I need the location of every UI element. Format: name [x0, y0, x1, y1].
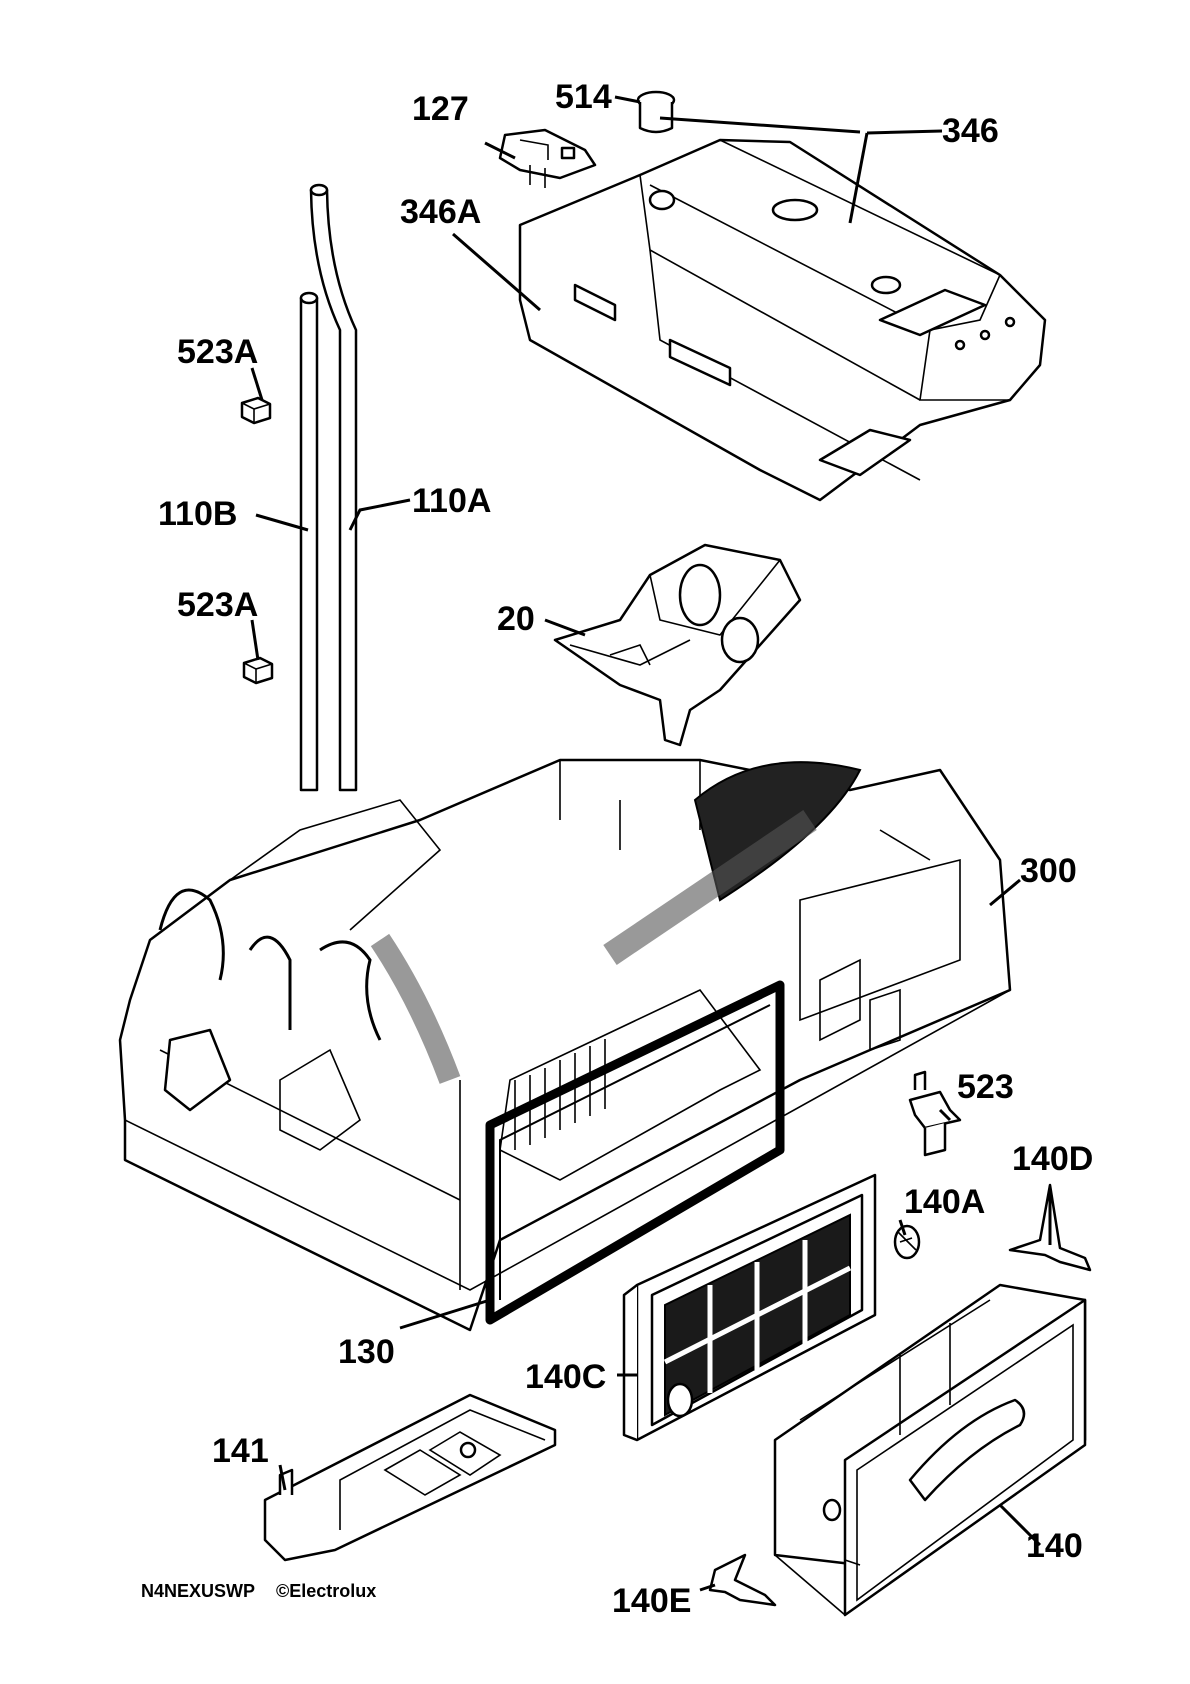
part-127-switch	[498, 128, 597, 188]
part-514-cap	[636, 90, 676, 134]
label-140c: 140C	[525, 1358, 606, 1396]
part-141-tray	[263, 1393, 557, 1562]
label-346a: 346A	[400, 193, 481, 231]
label-140d: 140D	[1012, 1140, 1093, 1178]
label-110b: 110B	[158, 495, 237, 533]
label-130: 130	[338, 1333, 395, 1371]
part-523a-clip-top	[240, 396, 272, 425]
label-127: 127	[412, 90, 469, 128]
label-523a-bottom: 523A	[177, 586, 258, 624]
part-346-control-housing	[518, 138, 1047, 502]
label-140a: 140A	[904, 1183, 985, 1221]
part-20-bracket	[553, 543, 802, 747]
label-346: 346	[942, 112, 999, 150]
label-141: 141	[212, 1432, 269, 1470]
part-140a-knob	[893, 1224, 921, 1260]
footer-brand: ©Electrolux	[276, 1581, 376, 1601]
label-140e: 140E	[612, 1582, 691, 1620]
part-523-clip	[908, 1070, 962, 1157]
label-300: 300	[1020, 852, 1077, 890]
part-140-front-panel	[773, 1283, 1087, 1617]
part-110a-tube	[309, 183, 358, 792]
label-110a: 110A	[412, 482, 491, 520]
part-130-gasket	[485, 980, 785, 1325]
label-523a-top: 523A	[177, 333, 258, 371]
footer-model: N4NEXUSWP	[141, 1581, 255, 1601]
label-140: 140	[1026, 1527, 1083, 1565]
part-140c-filter	[622, 1173, 877, 1442]
part-110b-tube	[299, 291, 319, 792]
part-140e-clip	[708, 1553, 777, 1607]
leader-lines	[250, 95, 1052, 1592]
label-20: 20	[497, 600, 535, 638]
part-523a-clip-bottom	[242, 656, 274, 685]
label-523: 523	[957, 1068, 1014, 1106]
footer: N4NEXUSWP ©Electrolux	[141, 1581, 376, 1601]
callout-labels: 514 127 346 346A 523A 110B 110A 523A 20 …	[158, 78, 1093, 1620]
label-514: 514	[555, 78, 612, 116]
part-300-chassis	[118, 758, 1012, 1332]
